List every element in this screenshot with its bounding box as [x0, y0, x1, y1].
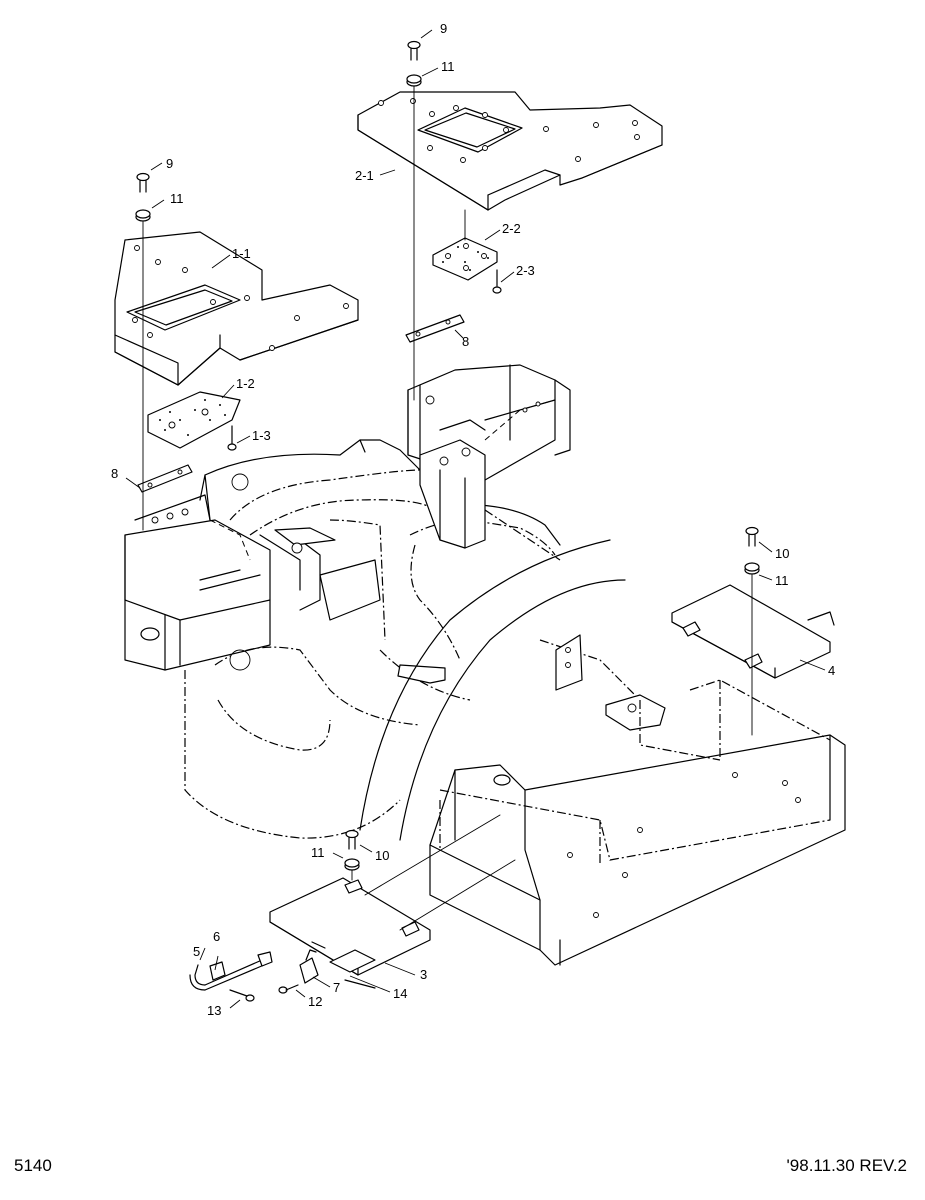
right-bracket-assembly: [407, 364, 571, 549]
callout-10: 10: [375, 848, 389, 863]
bolt-10-lower: [345, 829, 359, 850]
leader-lines: [125, 29, 826, 1009]
callout-11: 11: [441, 59, 455, 74]
callout-14: 14: [393, 986, 407, 1001]
callout-8: 8: [462, 334, 469, 349]
screw-2-3: [492, 269, 502, 294]
shim-plate-8-left: [137, 464, 193, 493]
revision-date: '98.11.30 REV.2: [786, 1156, 907, 1175]
bolt-10-right: [745, 526, 759, 547]
rubber-pad-1-2: [147, 391, 241, 449]
callout-11: 11: [170, 191, 184, 206]
callout-6: 6: [213, 929, 220, 944]
upper-frame-structure: [184, 439, 666, 839]
page-number: 5140: [14, 1156, 52, 1175]
callout-1-1: 1-1: [232, 246, 251, 261]
bolt-9-left: [136, 172, 150, 193]
latch-7: [299, 949, 319, 984]
bolt-9-right: [407, 40, 421, 61]
callout-1-3: 1-3: [252, 428, 271, 443]
callout-3: 3: [420, 967, 427, 982]
bracket-14: [344, 979, 376, 989]
clip-6: [209, 961, 226, 981]
callout-13: 13: [207, 1003, 221, 1018]
callout-7: 7: [333, 980, 340, 995]
cover-plate-1-1: [114, 231, 359, 386]
callout-10: 10: [775, 546, 789, 561]
callout-11: 11: [311, 845, 325, 860]
cover-plate-2-1: [357, 91, 663, 211]
left-bracket-assembly: [124, 474, 301, 671]
callout-9: 9: [440, 21, 447, 36]
washer-11-lower: [344, 858, 360, 871]
curved-frame-outline: [359, 539, 626, 841]
washer-11-lower-right: [744, 562, 760, 575]
callout-12: 12: [308, 994, 322, 1009]
callout-5: 5: [193, 944, 200, 959]
callout-1-2: 1-2: [236, 376, 255, 391]
bolt-13: [229, 989, 255, 1002]
callout-labels: 9 11 1-1 1-2 1-3 8 9 11 2-1 2-2 2-3 8 10…: [111, 21, 835, 1018]
screw-12: [278, 984, 299, 994]
callout-11: 11: [775, 573, 789, 588]
rubber-pad-2-2: [432, 237, 498, 281]
callout-2-2: 2-2: [502, 221, 521, 236]
access-cover-4: [671, 584, 835, 679]
callout-4: 4: [828, 663, 835, 678]
shim-plate-8-right: [405, 314, 465, 343]
callout-8: 8: [111, 466, 118, 481]
screw-1-3: [227, 425, 237, 451]
callout-2-1: 2-1: [355, 168, 374, 183]
lower-frame: [429, 679, 846, 966]
hinge-rod-5: [189, 951, 273, 991]
assembly-lines: [142, 85, 753, 931]
callout-9: 9: [166, 156, 173, 171]
washer-11-right: [406, 74, 422, 87]
callout-2-3: 2-3: [516, 263, 535, 278]
washer-11-left: [135, 209, 151, 222]
